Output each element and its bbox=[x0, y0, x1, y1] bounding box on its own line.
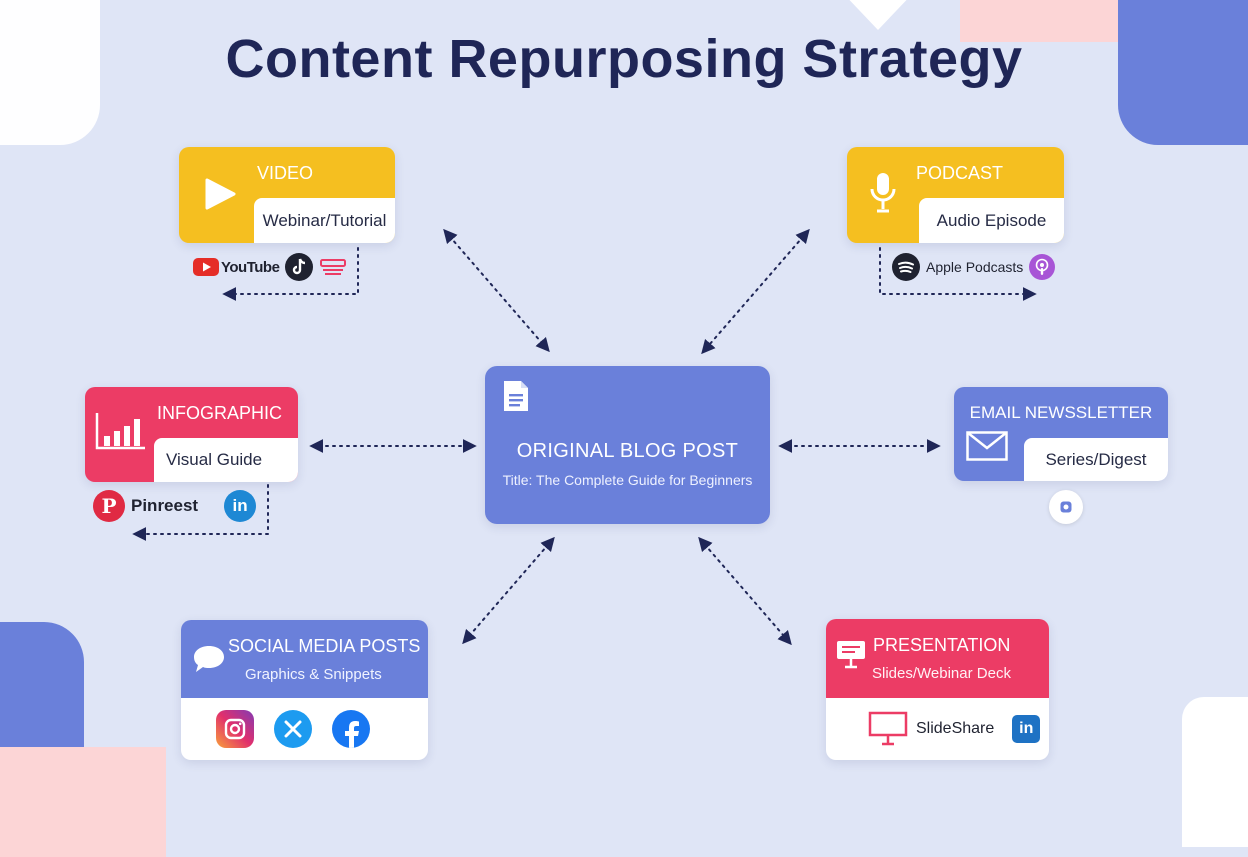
connector-arrows bbox=[132, 228, 1037, 646]
decor-shape-top-right-pink bbox=[960, 0, 1120, 42]
infographic-heading: INFOGRAPHIC bbox=[157, 403, 283, 423]
microphone-icon bbox=[870, 173, 896, 213]
document-icon bbox=[504, 381, 528, 411]
decor-shape-top-right-blue bbox=[1118, 0, 1248, 145]
arrow-video bbox=[443, 228, 550, 353]
instagram-icon[interactable] bbox=[216, 710, 254, 748]
presentation-platforms: SlideShare in bbox=[868, 711, 1041, 747]
decor-shape-top-left bbox=[0, 0, 100, 145]
center-subtitle: Title: The Complete Guide for Beginners bbox=[502, 472, 753, 488]
podcast-card[interactable]: PODCAST Audio Episode bbox=[847, 147, 1064, 243]
facebook-icon[interactable] bbox=[332, 710, 370, 748]
presentation-card[interactable]: PRESENTATION Slides/Webinar Deck SlideSh… bbox=[826, 619, 1049, 760]
page-title: Content Repurposing Strategy bbox=[225, 29, 1023, 89]
apple-podcasts-label: Apple Podcasts bbox=[926, 259, 1024, 275]
video-heading: VIDEO bbox=[257, 163, 314, 183]
decor-shape-bottom-left-blue bbox=[0, 622, 84, 750]
infographic-subtitle: Visual Guide bbox=[154, 438, 298, 482]
apple-podcasts-icon[interactable] bbox=[1029, 254, 1056, 280]
social-media-card[interactable]: SOCIAL MEDIA POSTS Graphics & Snippets bbox=[181, 620, 428, 760]
linkedin-label: in bbox=[1019, 720, 1034, 737]
pinterest-label: Pinreest bbox=[131, 496, 199, 515]
video-platforms: YouTube bbox=[193, 253, 347, 281]
infographic-platforms: P Pinreest in bbox=[93, 490, 257, 522]
slideshare-icon[interactable] bbox=[868, 711, 908, 747]
email-subtitle: Series/Digest bbox=[1024, 438, 1168, 481]
arrow-podcast bbox=[701, 228, 810, 355]
slideshare-label: SlideShare bbox=[916, 720, 995, 737]
youtube-label: YouTube bbox=[221, 258, 280, 276]
arrow-social bbox=[462, 536, 555, 645]
infographic-card[interactable]: INFOGRAPHIC Visual Guide bbox=[85, 387, 298, 482]
sub-connector-infographic bbox=[132, 484, 269, 541]
original-blog-post-card[interactable]: ORIGINAL BLOG POST Title: The Complete G… bbox=[485, 366, 770, 524]
linkedin-label: in bbox=[232, 496, 248, 515]
presentation-heading: PRESENTATION bbox=[873, 635, 1011, 655]
social-heading: SOCIAL MEDIA POSTS bbox=[228, 636, 421, 656]
spotify-icon[interactable] bbox=[892, 253, 920, 281]
sub-connector-video bbox=[222, 247, 359, 301]
slides-logo-icon[interactable] bbox=[319, 257, 347, 277]
podcast-heading: PODCAST bbox=[916, 163, 1004, 183]
social-platforms bbox=[216, 710, 370, 748]
x-icon[interactable] bbox=[274, 710, 312, 748]
email-app-icon[interactable] bbox=[1049, 490, 1083, 524]
linkedin-icon[interactable]: in bbox=[224, 490, 257, 522]
envelope-icon bbox=[966, 431, 1008, 461]
podcast-platforms: Apple Podcasts bbox=[892, 253, 1056, 281]
video-card[interactable]: VIDEO Webinar/Tutorial bbox=[179, 147, 395, 243]
arrow-presentation bbox=[698, 536, 792, 646]
email-heading: EMAIL NEWSSLETTER bbox=[969, 403, 1153, 422]
center-heading: ORIGINAL BLOG POST bbox=[516, 440, 739, 462]
youtube-icon[interactable] bbox=[193, 258, 219, 276]
chat-bubble-icon bbox=[194, 646, 224, 672]
email-newsletter-card[interactable]: EMAIL NEWSSLETTER Series/Digest bbox=[954, 387, 1168, 481]
sub-connector-podcast bbox=[879, 247, 1037, 301]
podcast-subtitle: Audio Episode bbox=[919, 198, 1064, 243]
social-subtitle: Graphics & Snippets bbox=[245, 666, 382, 683]
linkedin-icon[interactable]: in bbox=[1012, 715, 1041, 743]
tiktok-icon[interactable] bbox=[285, 253, 314, 281]
play-icon bbox=[205, 178, 236, 210]
decor-shape-bottom-right bbox=[1182, 697, 1248, 847]
pinterest-icon[interactable]: P bbox=[93, 490, 125, 522]
video-subtitle: Webinar/Tutorial bbox=[254, 198, 395, 243]
decor-triangle-top bbox=[840, 0, 916, 30]
presentation-board-icon bbox=[837, 641, 865, 669]
bar-chart-icon bbox=[95, 413, 145, 450]
presentation-subtitle: Slides/Webinar Deck bbox=[872, 665, 1011, 682]
